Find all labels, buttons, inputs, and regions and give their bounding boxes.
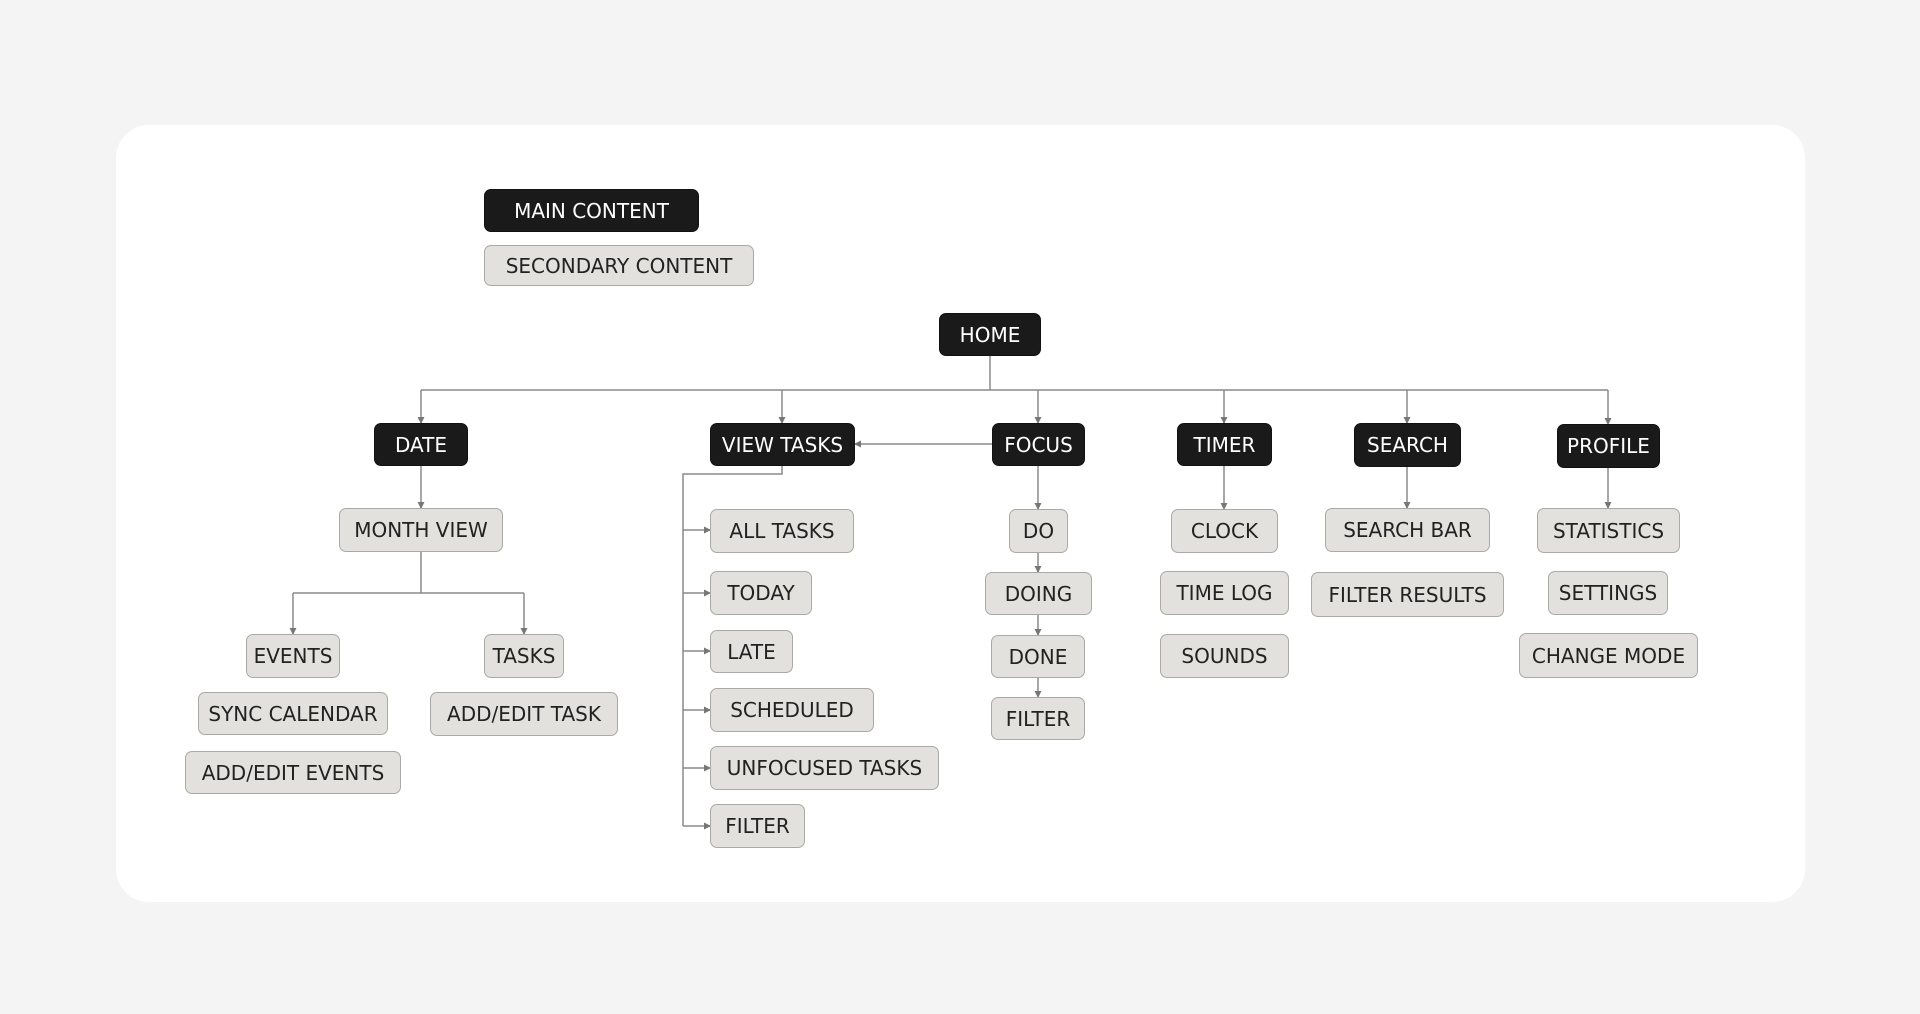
node-events: EVENTS bbox=[246, 634, 340, 678]
node-add-edit-task: ADD/EDIT TASK bbox=[430, 692, 618, 736]
node-doing: DOING bbox=[985, 572, 1092, 615]
node-date: DATE bbox=[374, 423, 468, 466]
node-focus: FOCUS bbox=[992, 423, 1085, 466]
legend-secondary-content: SECONDARY CONTENT bbox=[484, 245, 754, 286]
node-sounds: SOUNDS bbox=[1160, 634, 1289, 678]
node-tasks: TASKS bbox=[484, 634, 564, 678]
node-sync-calendar: SYNC CALENDAR bbox=[198, 692, 388, 735]
node-view-tasks: VIEW TASKS bbox=[710, 423, 855, 466]
node-do: DO bbox=[1009, 509, 1068, 553]
node-change-mode: CHANGE MODE bbox=[1519, 633, 1698, 678]
node-today: TODAY bbox=[710, 571, 812, 615]
node-unfocused-tasks: UNFOCUSED TASKS bbox=[710, 746, 939, 790]
node-statistics: STATISTICS bbox=[1537, 508, 1680, 553]
node-home: HOME bbox=[939, 313, 1041, 356]
node-clock: CLOCK bbox=[1171, 509, 1278, 553]
node-add-edit-events: ADD/EDIT EVENTS bbox=[185, 751, 401, 794]
node-month-view: MONTH VIEW bbox=[339, 508, 503, 552]
node-filter-results: FILTER RESULTS bbox=[1311, 572, 1504, 617]
node-focus-filter: FILTER bbox=[991, 697, 1085, 740]
node-profile: PROFILE bbox=[1557, 424, 1660, 468]
node-view-tasks-filter: FILTER bbox=[710, 804, 805, 848]
node-all-tasks: ALL TASKS bbox=[710, 509, 854, 553]
node-timer: TIMER bbox=[1177, 423, 1272, 466]
node-settings: SETTINGS bbox=[1548, 571, 1668, 615]
node-done: DONE bbox=[991, 635, 1085, 678]
node-search: SEARCH bbox=[1354, 423, 1461, 467]
node-search-bar: SEARCH BAR bbox=[1325, 508, 1490, 552]
legend-main-content: MAIN CONTENT bbox=[484, 189, 699, 232]
node-time-log: TIME LOG bbox=[1160, 571, 1289, 615]
node-late: LATE bbox=[710, 630, 793, 673]
node-scheduled: SCHEDULED bbox=[710, 688, 874, 732]
